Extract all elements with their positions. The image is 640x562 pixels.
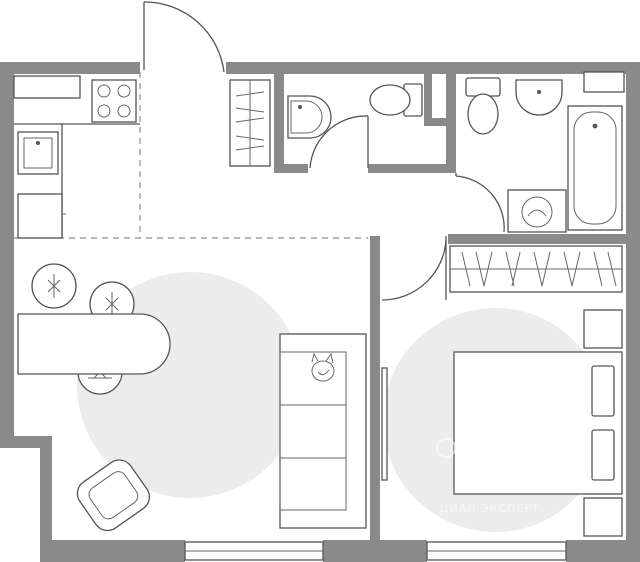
bedroom-wardrobe-hangers-icon [461, 251, 617, 287]
wall-bottom-3 [566, 540, 640, 562]
bedroom-furniture [453, 309, 623, 537]
bathtub-inner [573, 111, 617, 225]
bath-washbasin [287, 95, 332, 139]
window-kitchen [13, 75, 81, 99]
bathtub-drain-icon [592, 123, 598, 129]
hob-burner-3-icon [97, 104, 111, 118]
nightstand-top [583, 309, 623, 349]
wall-bottom-2 [323, 540, 427, 562]
toilet-room [465, 77, 623, 233]
chair-1-icon [47, 274, 61, 298]
bathroom [287, 83, 423, 139]
kitchen [14, 79, 140, 239]
interior-walls [274, 62, 626, 540]
dining-table [17, 313, 171, 375]
hob-burner-2-icon [117, 84, 131, 98]
watermark-subline: ЦИАН ЭКСПЕРТ [440, 502, 540, 515]
exterior-walls [0, 62, 640, 562]
watermark: cian ЦИАН ЭКСПЕРТ [436, 438, 541, 515]
watermark-logo-icon [436, 438, 456, 458]
washing-machine-icon [527, 209, 547, 217]
bath-washbasin-drain-icon [298, 105, 302, 109]
nightstand-bottom [583, 497, 623, 537]
sliding-door [381, 367, 388, 481]
wall-niche-bottom [424, 118, 448, 126]
watermark-brand: cian [462, 441, 541, 481]
windows [13, 71, 625, 561]
dining-set [17, 263, 171, 395]
kitchen-sink-bowl [23, 137, 53, 169]
kitchen-sink-drain-icon [36, 141, 40, 145]
doors [143, 1, 505, 481]
wall-wardrobe-bath [274, 62, 284, 172]
sofa-frame [279, 333, 367, 529]
wc-toilet [465, 77, 501, 135]
wall-top-right [226, 62, 640, 74]
sofa-seat [279, 351, 347, 511]
fridge [17, 193, 63, 239]
hob-burner-4-icon [117, 104, 131, 118]
armchair-body [76, 459, 150, 532]
bath-washbasin-bowl [290, 100, 323, 134]
wall-bottom-1 [40, 540, 185, 562]
washing-machine-drum [521, 196, 553, 228]
hob-burner-1-icon [97, 84, 111, 98]
wall-bath-bottom-left [274, 164, 308, 173]
armchair [76, 459, 150, 532]
wall-right [626, 62, 640, 562]
armchair-seat [88, 471, 139, 520]
wall-bath-toilet [446, 62, 456, 172]
kitchen-sink [17, 131, 59, 175]
wall-niche [424, 62, 432, 122]
kitchen-zone-boundary [14, 72, 368, 239]
bath-door-swing [309, 115, 369, 169]
wall-top-left [0, 62, 140, 74]
washing-machine [507, 189, 567, 233]
wall-left [0, 62, 14, 448]
bedroom-door-swing [381, 239, 447, 301]
sofa [279, 333, 367, 529]
toilet-door-swing [455, 175, 505, 233]
wall-left-lower [40, 436, 52, 562]
cat-icon [311, 352, 335, 382]
bed-pillow-2 [591, 429, 615, 481]
wall-living-bedroom [370, 304, 380, 540]
wall-hall-bedroom [370, 236, 380, 304]
wall-left-step [0, 436, 52, 448]
bed-pillow-1 [591, 365, 615, 417]
wall-wardrobe-top [448, 234, 626, 244]
wall-bath-bottom-right [368, 164, 456, 173]
window-bathroom [583, 71, 625, 93]
hall-wardrobe-hangers-icon [235, 91, 265, 151]
wc-washbasin-drain-icon [537, 90, 541, 94]
chair-2-icon [105, 292, 119, 316]
entrance-door-swing [143, 1, 225, 73]
hall-wardrobe [229, 79, 271, 167]
wc-washbasin [515, 79, 563, 116]
hob [91, 79, 137, 123]
bath-toilet [369, 83, 423, 117]
bedroom-wardrobe [449, 245, 623, 293]
